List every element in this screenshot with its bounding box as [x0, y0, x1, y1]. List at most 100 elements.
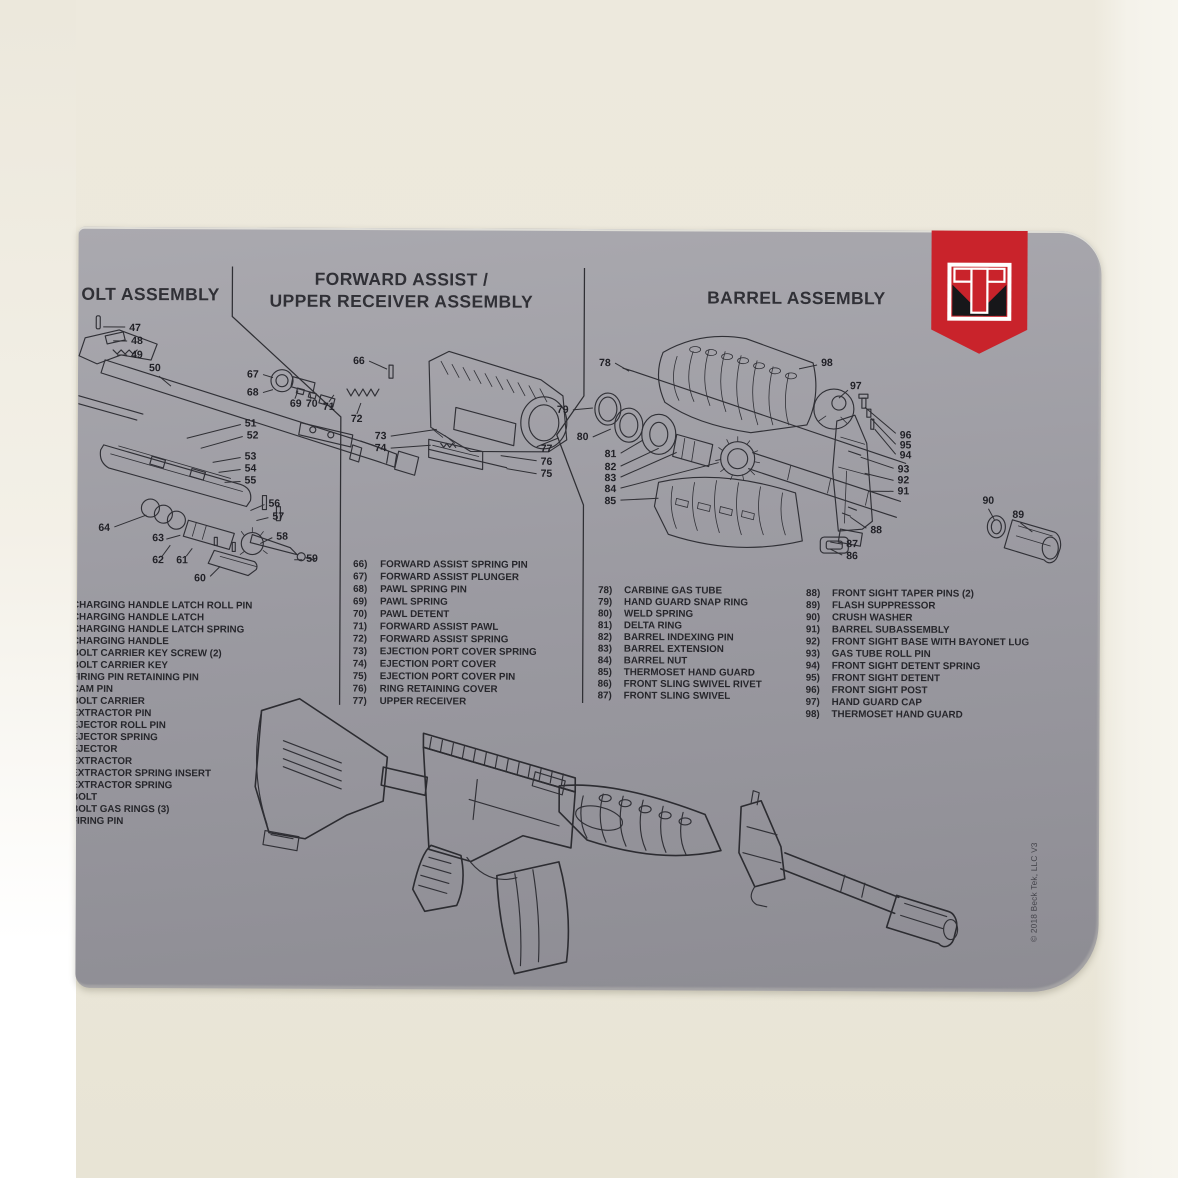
leader-line	[620, 439, 643, 454]
part-callout-97: 97	[850, 380, 862, 392]
bolt-list-item: EJECTOR ROLL PIN	[75, 720, 166, 731]
forward-list-item: PAWL SPRING	[380, 596, 448, 607]
forward-list-num: 71)	[353, 621, 367, 632]
barrel-list-item: FRONT SIGHT DETENT SPRING	[832, 661, 981, 673]
part-callout-53: 53	[245, 450, 257, 462]
barrel-list-num: 87)	[598, 690, 612, 701]
bolt-list-item: CHARGING HANDLE LATCH ROLL PIN	[75, 600, 252, 612]
part-callout-79: 79	[557, 404, 569, 416]
part-callout-90: 90	[982, 495, 994, 507]
barrel-list-num: 85)	[598, 667, 612, 678]
part-callout-60: 60	[194, 572, 206, 584]
barrel-list-num: 84)	[598, 655, 612, 666]
leader-line	[294, 390, 299, 399]
barrel-list-num: 83)	[598, 644, 612, 655]
leader-line	[166, 534, 181, 540]
forward-list-num: 75)	[353, 671, 367, 682]
part-callout-59: 59	[306, 553, 318, 565]
leader-line	[874, 428, 897, 455]
tekmat-logo	[931, 230, 1028, 354]
part-callout-74: 74	[375, 442, 387, 454]
part-callout-72: 72	[351, 413, 363, 425]
forward-list-num: 67)	[353, 571, 367, 582]
assembled-rifle-drawing	[254, 697, 959, 975]
barrel-list-item: THERMOSET HAND GUARD	[624, 667, 755, 679]
part-callout-67: 67	[247, 369, 259, 381]
bolt-list-item: BOLT	[75, 792, 97, 803]
bolt-list-item: FIRING PIN	[75, 816, 123, 827]
barrel-list-item: CARBINE GAS TUBE	[624, 585, 722, 596]
barrel-list-num: 97)	[806, 697, 820, 708]
bolt-list-item: CAM PIN	[75, 684, 113, 695]
bolt-list-item: BOLT CARRIER KEY SCREW (2)	[75, 648, 221, 660]
part-callout-68: 68	[247, 387, 259, 399]
barrel-list-num: 93)	[806, 648, 820, 659]
part-callout-47: 47	[129, 322, 141, 334]
leader-line	[260, 537, 273, 545]
leader-line	[592, 428, 611, 438]
part-callout-63: 63	[152, 532, 164, 544]
barrel-list-item: FLASH SUPPRESSOR	[832, 600, 935, 611]
leader-line	[262, 389, 274, 394]
forward-list-item: UPPER RECEIVER	[380, 696, 467, 707]
part-callout-94: 94	[900, 449, 912, 461]
part-callout-50: 50	[149, 362, 161, 374]
leader-line	[224, 480, 241, 483]
part-callout-61: 61	[176, 554, 188, 566]
bolt-list-item: EJECTOR	[75, 744, 117, 755]
leader-line	[256, 517, 269, 522]
part-callout-66: 66	[353, 355, 365, 367]
forward-list-num: 69)	[353, 596, 367, 607]
barrel-list-item: BARREL NUT	[624, 655, 688, 666]
part-callout-88: 88	[870, 524, 882, 536]
part-callout-58: 58	[276, 531, 288, 543]
bolt-list-item: EJECTOR SPRING	[75, 732, 158, 743]
mat-printed-diagram: OLT ASSEMBLY FORWARD ASSIST / UPPER RECE…	[75, 230, 1062, 975]
leader-line	[860, 456, 894, 469]
leader-line	[614, 362, 630, 372]
part-callout-77: 77	[541, 443, 553, 455]
forward-list-num: 74)	[353, 659, 367, 670]
leader-line	[356, 402, 362, 415]
barrel-list-num: 78)	[598, 585, 612, 596]
bolt-list-item: EXTRACTOR PIN	[75, 708, 151, 719]
bolt-list-item: BOLT CARRIER	[75, 696, 145, 707]
leader-line	[161, 544, 171, 557]
leader-line	[328, 394, 335, 403]
part-callout-95: 95	[900, 439, 912, 451]
bolt-assembly-title: OLT ASSEMBLY	[81, 284, 219, 305]
bolt-list-item: CHARGING HANDLE	[75, 636, 169, 647]
part-callout-81: 81	[605, 448, 617, 460]
leader-line	[850, 516, 867, 529]
part-callout-87: 87	[846, 538, 858, 550]
part-callout-96: 96	[900, 429, 912, 441]
section-titles: OLT ASSEMBLY FORWARD ASSIST / UPPER RECE…	[81, 269, 885, 312]
forward-list-num: 66)	[353, 559, 367, 570]
part-callout-64: 64	[98, 522, 110, 534]
part-callout-56: 56	[268, 498, 280, 510]
leader-line	[186, 423, 241, 439]
barrel-list-num: 82)	[598, 632, 612, 643]
parts-lists: CHARGING HANDLE LATCH ROLL PIN CHARGING H…	[75, 559, 1030, 827]
leader-line	[212, 456, 241, 463]
part-callout-69: 69	[290, 398, 302, 410]
barrel-list-item: FRONT SIGHT BASE WITH BAYONET LUG	[832, 636, 1030, 648]
part-callout-78: 78	[599, 357, 611, 369]
part-callout-75: 75	[541, 468, 553, 480]
leader-line	[1020, 522, 1033, 533]
leader-line	[572, 407, 593, 411]
part-callout-57: 57	[272, 511, 284, 523]
upper-receiver-diagram	[270, 350, 568, 471]
part-callout-82: 82	[605, 461, 617, 473]
leader-line	[830, 541, 843, 545]
forward-list-num: 72)	[353, 634, 367, 645]
leader-line	[185, 547, 193, 557]
barrel-list-item: BARREL SUBASSEMBLY	[832, 624, 950, 636]
barrel-list-item: DELTA RING	[624, 620, 682, 631]
barrel-list-num: 94)	[806, 661, 820, 672]
barrel-list-item: BARREL INDEXING PIN	[624, 632, 734, 643]
barrel-list-num: 88)	[806, 588, 820, 599]
leader-line	[620, 462, 719, 489]
barrel-list-num: 79)	[598, 597, 612, 608]
leader-line	[838, 389, 849, 399]
